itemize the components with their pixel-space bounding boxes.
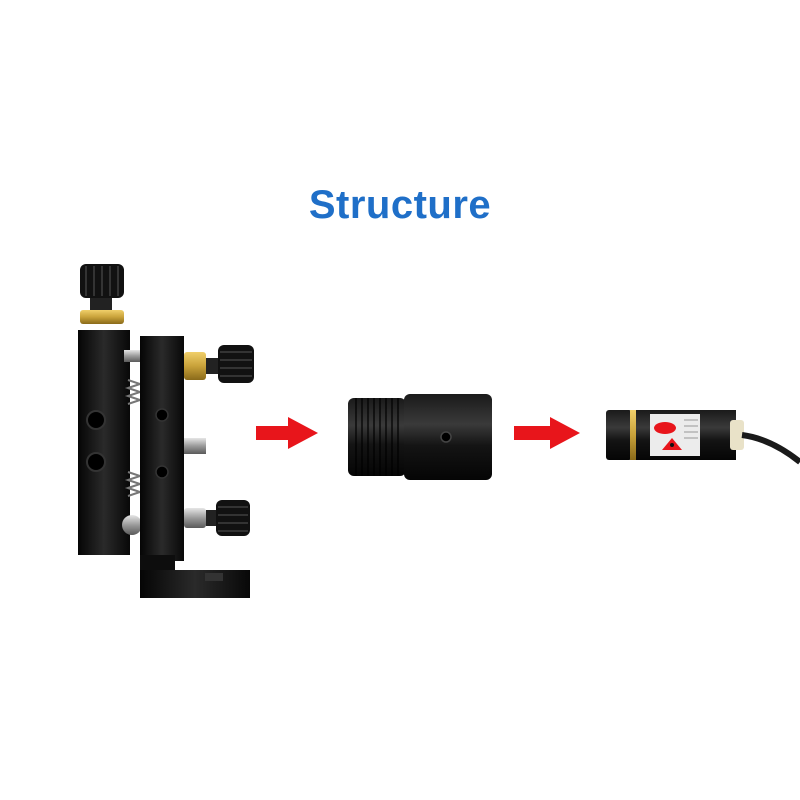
adapter-tube (348, 394, 492, 480)
arrow-right-icon (256, 417, 318, 449)
arrow-right-icon (514, 417, 580, 449)
knob-icon (218, 345, 254, 383)
page-title: Structure (308, 183, 492, 227)
laser-module (606, 410, 800, 465)
adjustable-mount (78, 264, 254, 598)
knob-icon (216, 500, 250, 536)
